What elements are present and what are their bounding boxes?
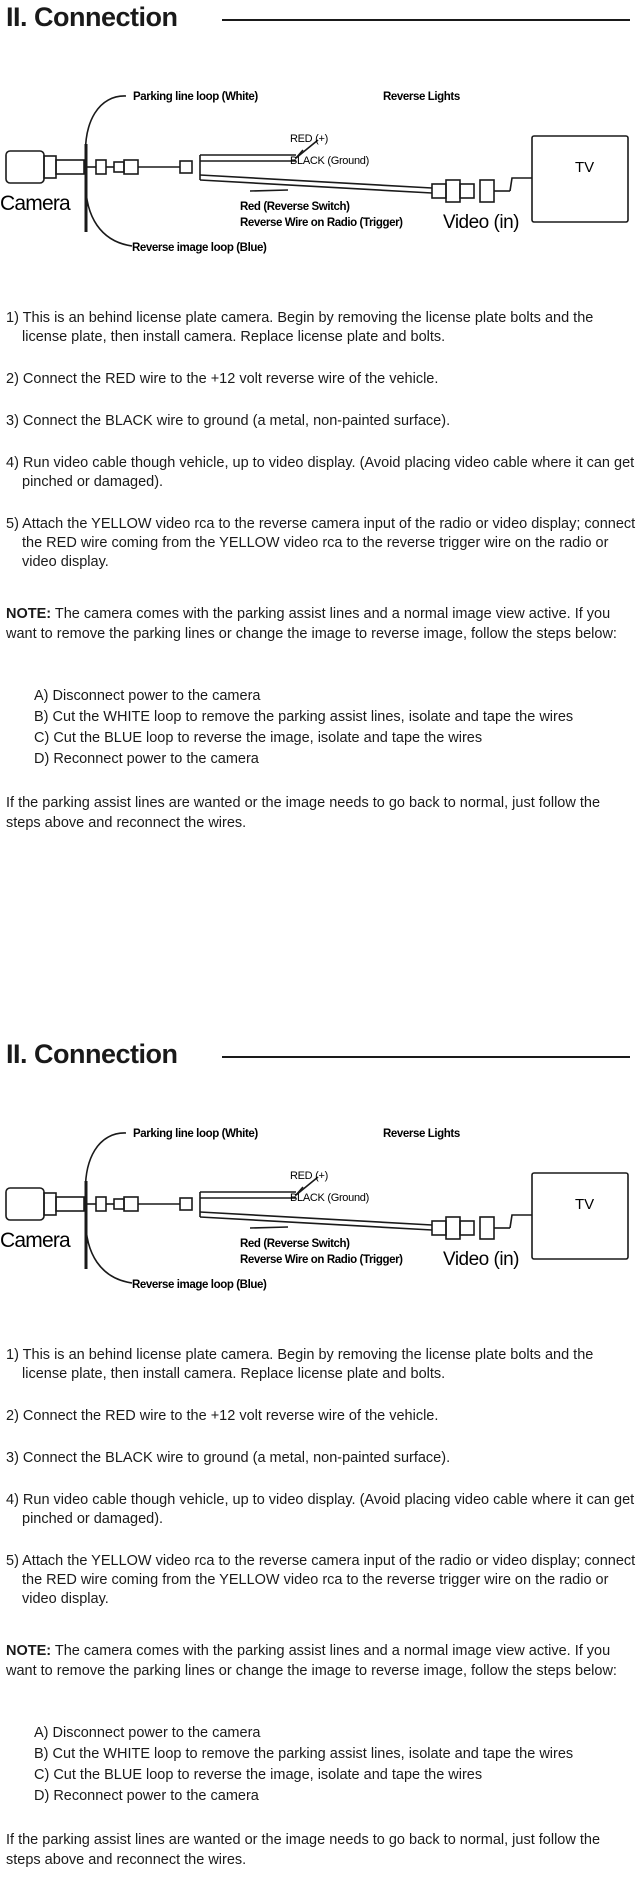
- rca-connector-3: [459, 183, 475, 199]
- red-wire-label: RED (+): [290, 1170, 328, 1182]
- substep-d: D) Reconnect power to the camera: [34, 751, 259, 767]
- substep-a: A) Disconnect power to the camera: [34, 1725, 261, 1741]
- red-wire-label: RED (+): [290, 133, 328, 145]
- reverse-switch-label: Red (Reverse Switch): [240, 1238, 350, 1250]
- step-4: 4) Run video cable though vehicle, up to…: [6, 1492, 635, 1527]
- camera-icon: [5, 150, 96, 184]
- connector-d: [179, 160, 193, 174]
- camera-icon: [5, 1187, 96, 1221]
- note-paragraph: NOTE: The camera comes with the parking …: [6, 604, 636, 644]
- note-label: NOTE:: [6, 606, 52, 622]
- rca-connector-3: [459, 1220, 475, 1236]
- step-1: 1) This is an behind license plate camer…: [6, 1347, 594, 1382]
- step-5: 5) Attach the YELLOW video rca to the re…: [6, 516, 636, 570]
- heading-rule: [222, 1056, 630, 1058]
- step-2: 2) Connect the RED wire to the +12 volt …: [6, 371, 439, 387]
- substep-c: C) Cut the BLUE loop to reverse the imag…: [34, 1767, 483, 1783]
- connector-d: [179, 1197, 193, 1211]
- connection-section: II. Connection: [0, 0, 640, 860]
- video-in-label: Video (in): [443, 1249, 519, 1270]
- reverse-loop-label: Reverse image loop (Blue): [132, 242, 267, 254]
- connector-c: [123, 1196, 139, 1212]
- reverse-lights-label: Reverse Lights: [383, 91, 460, 103]
- trigger-label: Reverse Wire on Radio (Trigger): [240, 1254, 403, 1266]
- step-3: 3) Connect the BLACK wire to ground (a m…: [6, 413, 451, 429]
- tv-label: TV: [575, 159, 594, 176]
- substeps-list: A) Disconnect power to the camera B) Cut…: [34, 686, 640, 770]
- substep-d: D) Reconnect power to the camera: [34, 1788, 259, 1804]
- black-wire-label: BLACK (Ground): [290, 1192, 369, 1204]
- section-title: II. Connection: [6, 2, 178, 32]
- step-2: 2) Connect the RED wire to the +12 volt …: [6, 1408, 439, 1424]
- rca-connector-4: [479, 1216, 495, 1240]
- video-in-label: Video (in): [443, 212, 519, 233]
- parking-loop: [84, 1132, 127, 1203]
- steps-list: 1) This is an behind license plate camer…: [6, 309, 640, 595]
- closing-paragraph: If the parking assist lines are wanted o…: [6, 1832, 601, 1868]
- substep-b: B) Cut the WHITE loop to remove the park…: [34, 1746, 574, 1762]
- note-paragraph: NOTE: The camera comes with the parking …: [6, 1641, 636, 1681]
- reverse-lights-label: Reverse Lights: [383, 1128, 460, 1140]
- substep-a: A) Disconnect power to the camera: [34, 688, 261, 704]
- rca-connector-1: [431, 183, 447, 199]
- trigger-label: Reverse Wire on Radio (Trigger): [240, 217, 403, 229]
- substeps-list: A) Disconnect power to the camera B) Cut…: [34, 1723, 640, 1807]
- connector-a: [95, 1196, 107, 1212]
- parking-loop-label: Parking line loop (White): [133, 1128, 258, 1140]
- connection-section: II. Connection: [0, 1037, 640, 1897]
- reverse-loop-label: Reverse image loop (Blue): [132, 1279, 267, 1291]
- section-heading: II. Connection: [6, 0, 640, 40]
- wiring-diagram: Parking line loop (White) Reverse Lights…: [0, 91, 629, 254]
- note-text: The camera comes with the parking assist…: [6, 606, 617, 642]
- section-title: II. Connection: [6, 1039, 178, 1069]
- substep-b: B) Cut the WHITE loop to remove the park…: [34, 709, 574, 725]
- reverse-loop: [84, 169, 133, 247]
- step-3: 3) Connect the BLACK wire to ground (a m…: [6, 1450, 451, 1466]
- connector-c: [123, 159, 139, 175]
- parking-loop: [84, 95, 127, 166]
- closing-paragraph: If the parking assist lines are wanted o…: [6, 795, 601, 831]
- note-label: NOTE:: [6, 1643, 52, 1659]
- parking-loop-label: Parking line loop (White): [133, 91, 258, 103]
- tv-box: [531, 135, 629, 223]
- tv-label: TV: [575, 1196, 594, 1213]
- step-4: 4) Run video cable though vehicle, up to…: [6, 455, 635, 490]
- rca-connector-1: [431, 1220, 447, 1236]
- step-5: 5) Attach the YELLOW video rca to the re…: [6, 1553, 636, 1607]
- substep-c: C) Cut the BLUE loop to reverse the imag…: [34, 730, 483, 746]
- steps-list: 1) This is an behind license plate camer…: [6, 1346, 640, 1632]
- rca-connector-2: [445, 1216, 461, 1240]
- camera-label: Camera: [0, 192, 71, 215]
- step-1: 1) This is an behind license plate camer…: [6, 310, 594, 345]
- note-text: The camera comes with the parking assist…: [6, 1643, 617, 1679]
- tv-box: [531, 1172, 629, 1260]
- heading-rule: [222, 19, 630, 21]
- connector-b: [113, 161, 125, 173]
- reverse-loop: [84, 1206, 133, 1284]
- rca-connector-4: [479, 179, 495, 203]
- rca-connector-2: [445, 179, 461, 203]
- connector-a: [95, 159, 107, 175]
- reverse-switch-label: Red (Reverse Switch): [240, 201, 350, 213]
- connector-b: [113, 1198, 125, 1210]
- wiring-diagram: Parking line loop (White) Reverse Lights…: [0, 1128, 629, 1291]
- black-wire-label: BLACK (Ground): [290, 155, 369, 167]
- section-heading: II. Connection: [6, 1037, 640, 1077]
- camera-label: Camera: [0, 1229, 71, 1252]
